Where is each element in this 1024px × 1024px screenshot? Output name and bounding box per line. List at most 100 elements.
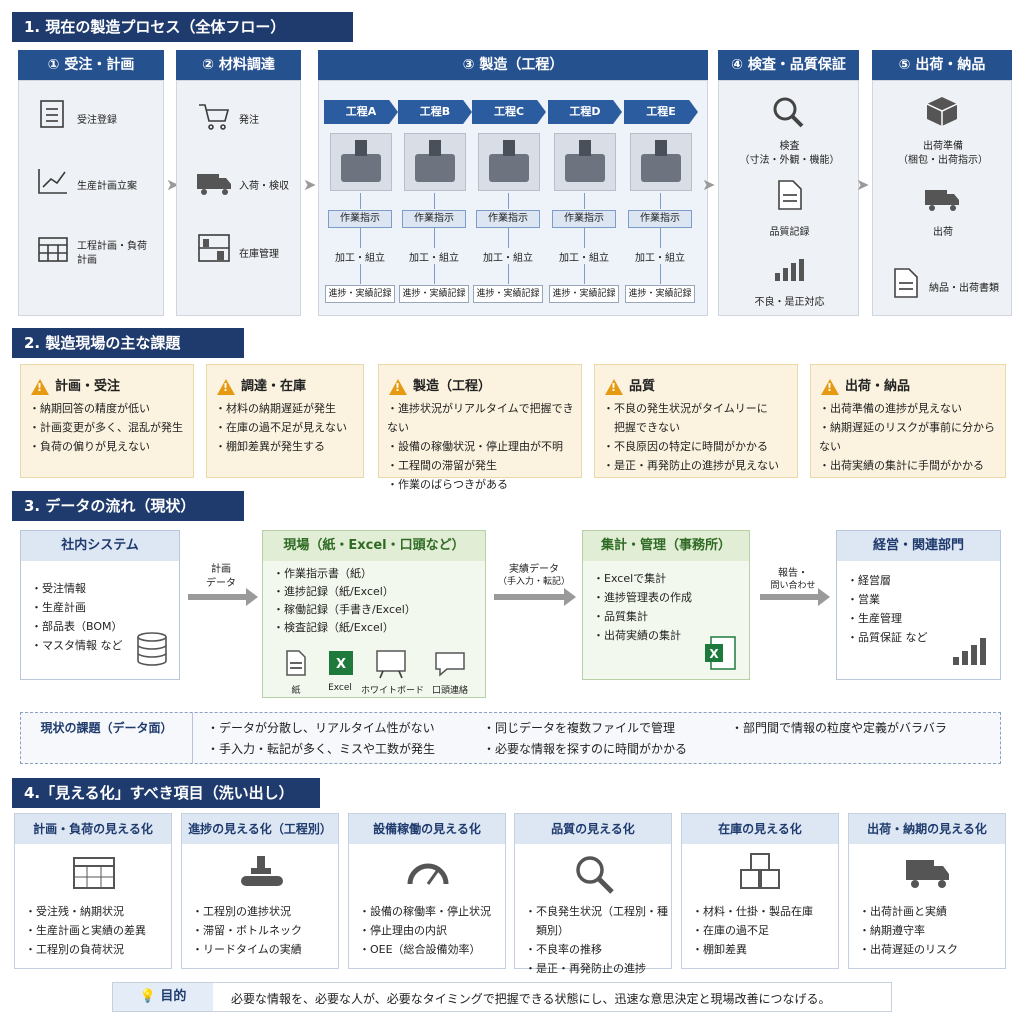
list-item: 把握できない bbox=[603, 421, 680, 434]
connector bbox=[434, 193, 435, 209]
phase5-item: 出荷準備 bbox=[923, 141, 963, 152]
data-issues-box: 現状の課題（データ面） ・データが分散し、リアルタイム性がない ・同じデータを複… bbox=[20, 712, 1001, 764]
phase1-header: ① 受注・計画 bbox=[18, 50, 164, 80]
purpose-label: 目的 bbox=[160, 989, 187, 1004]
list-item: ・作業のばらつきがある bbox=[387, 478, 508, 491]
processing-label: 加工・組立 bbox=[559, 253, 609, 264]
issue-title: 調達・在庫 bbox=[217, 375, 306, 395]
phase4-item: （寸法・外観・機能） bbox=[739, 155, 840, 166]
management-box: 経営・関連部門 ・経営層 ・営業 ・生産管理 ・品質保証 など bbox=[836, 530, 1001, 680]
cart-icon bbox=[199, 104, 230, 130]
progress-record-tag: 進捗・実績記録 bbox=[399, 285, 469, 303]
connector bbox=[584, 193, 585, 209]
purpose-text: 必要な情報を、必要な人が、必要なタイミングで把握できる状態にし、迅速な意思決定と… bbox=[231, 992, 831, 1006]
list-item: ・棚卸差異が発生する bbox=[215, 440, 325, 453]
icon-label: Excel bbox=[328, 683, 352, 693]
list-item: ・計画変更が多く、混乱が発生 bbox=[29, 421, 183, 434]
system-title: 社内システム bbox=[21, 531, 179, 561]
visualization-box: 進捗の見える化（工程別）・工程別の進捗状況・滞留・ボトルネック・リードタイムの実… bbox=[181, 813, 339, 969]
issue-title-text: 計画・受注 bbox=[55, 379, 121, 394]
issue-list: ・納期回答の精度が低い・計画変更が多く、混乱が発生・負荷の偏りが見えない bbox=[29, 399, 183, 456]
processing-label: 加工・組立 bbox=[635, 253, 685, 264]
connector bbox=[508, 193, 509, 209]
list-item: ・是正・再発防止の進捗が見えない bbox=[603, 459, 779, 472]
list-item: ・品質保証 など bbox=[847, 631, 928, 644]
list-item: ・受注情報 bbox=[31, 582, 86, 595]
phase5-header: ⑤ 出荷・納品 bbox=[872, 50, 1012, 80]
issue-title-text: 出荷・納品 bbox=[845, 379, 911, 394]
purpose-bar: 💡 目的 必要な情報を、必要な人が、必要なタイミングで把握できる状態にし、迅速な… bbox=[112, 982, 892, 1012]
issue-box: 品質・不良の発生状況がタイムリーに 把握できない・不良原因の特定に時間がかかる・… bbox=[594, 364, 798, 478]
data-issues-label: 現状の課題（データ面） bbox=[21, 713, 193, 763]
issue-box: 計画・受注・納期回答の精度が低い・計画変更が多く、混乱が発生・負荷の偏りが見えな… bbox=[20, 364, 194, 478]
list-item: ・進捗管理表の作成 bbox=[593, 591, 692, 604]
machine-icon bbox=[404, 133, 466, 191]
visualization-box: 出荷・納期の見える化・出荷計画と実績・納期遵守率・出荷遅延のリスク bbox=[848, 813, 1006, 969]
work-instruction-tag: 作業指示 bbox=[476, 210, 540, 228]
connector bbox=[434, 228, 435, 248]
visualization-box: 品質の見える化・不良発生状況（工程別・種 類別）・不良率の推移・是正・再発防止の… bbox=[514, 813, 672, 975]
phase3-header: ③ 製造（工程） bbox=[318, 50, 708, 80]
phase4-box: 検査 （寸法・外観・機能） 品質記録 不良・是正対応 bbox=[718, 80, 859, 316]
system-list: ・受注情報 ・生産計画 ・部品表（BOM） ・マスタ情報 など bbox=[31, 579, 123, 655]
bar-chart-icon bbox=[953, 638, 986, 665]
flow-arrow-icon: ➤ bbox=[856, 175, 870, 194]
office-list: ・Excelで集計 ・進捗管理表の作成 ・品質集計 ・出荷実績の集計 bbox=[593, 569, 692, 645]
office-box: 集計・管理（事務所） ・Excelで集計 ・進捗管理表の作成 ・品質集計 ・出荷… bbox=[582, 530, 750, 680]
list-item: ・生産計画と実績の差異 bbox=[25, 924, 146, 937]
list-item: ・出荷実績の集計に手間がかかる bbox=[819, 459, 984, 472]
connector bbox=[360, 264, 361, 284]
list-item: ・不良率の推移 bbox=[525, 943, 602, 956]
truck-icon bbox=[906, 860, 949, 888]
gauge-icon bbox=[407, 863, 449, 885]
issue-title-text: 品質 bbox=[629, 379, 656, 394]
list-item: ・滞留・ボトルネック bbox=[192, 924, 302, 937]
arrow2-label: 実績データ bbox=[509, 564, 559, 575]
work-instruction-tag: 作業指示 bbox=[402, 210, 466, 228]
list-item: ・OEE（総合設備効率） bbox=[359, 943, 481, 956]
list-item: ・作業指示書（紙） bbox=[273, 567, 372, 580]
list-item: ・進捗記録（紙/Excel） bbox=[273, 585, 394, 598]
process-step: 工程D bbox=[548, 100, 622, 124]
whiteboard-icon bbox=[376, 650, 406, 679]
document-icon bbox=[778, 180, 802, 210]
connector bbox=[434, 264, 435, 284]
visualization-box: 在庫の見える化・材料・仕掛・製品在庫・在庫の過不足・棚卸差異 bbox=[681, 813, 839, 969]
phase4-item: 不良・是正対応 bbox=[754, 297, 825, 308]
issue-list: ・材料の納期遅延が発生・在庫の過不足が見えない・棚卸差異が発生する bbox=[215, 399, 347, 456]
issue-title: 出荷・納品 bbox=[821, 375, 910, 395]
site-box: 現場（紙・Excel・口頭など） ・作業指示書（紙） ・進捗記録（紙/Excel… bbox=[262, 530, 486, 698]
visualization-list: ・出荷計画と実績・納期遵守率・出荷遅延のリスク bbox=[859, 902, 958, 959]
connector bbox=[584, 264, 585, 284]
visualization-box: 計画・負荷の見える化・受注残・納期状況・生産計画と実績の差異・工程別の負荷状況 bbox=[14, 813, 172, 969]
list-item: ・納期遵守率 bbox=[859, 924, 925, 937]
list-item: ・Excelで集計 bbox=[593, 572, 667, 585]
list-item: ・停止理由の内訳 bbox=[359, 924, 447, 937]
data-issue-item: ・部門間で情報の粒度や定義がバラバラ bbox=[731, 721, 947, 735]
warning-icon bbox=[217, 378, 235, 395]
flow-arrow bbox=[760, 588, 830, 606]
flow-arrow bbox=[494, 588, 576, 606]
phase2-box: 発注 入荷・検収 在庫管理 bbox=[176, 80, 301, 316]
process-step: 工程B bbox=[398, 100, 472, 124]
visualization-list: ・材料・仕掛・製品在庫・在庫の過不足・棚卸差異 bbox=[692, 902, 813, 959]
list-item: ・負荷の偏りが見えない bbox=[29, 440, 150, 453]
list-item: ・出荷実績の集計 bbox=[593, 629, 681, 642]
visualization-title: 計画・負荷の見える化 bbox=[15, 814, 171, 844]
phase5-item: 出荷 bbox=[933, 227, 953, 238]
site-title: 現場（紙・Excel・口頭など） bbox=[263, 531, 485, 561]
process-step: 工程E bbox=[624, 100, 698, 124]
phase4-header: ④ 検査・品質保証 bbox=[718, 50, 859, 80]
list-item: ・在庫の過不足が見えない bbox=[215, 421, 347, 434]
growth-chart-icon bbox=[38, 169, 67, 194]
work-instruction-tag: 作業指示 bbox=[552, 210, 616, 228]
connector bbox=[360, 228, 361, 248]
arrow1-label: 計画 bbox=[211, 564, 231, 575]
progress-record-tag: 進捗・実績記録 bbox=[625, 285, 695, 303]
progress-record-tag: 進捗・実績記録 bbox=[325, 285, 395, 303]
warning-icon bbox=[389, 378, 407, 395]
phase1-item: 計画 bbox=[77, 255, 97, 266]
list-item: 類別） bbox=[525, 924, 569, 937]
package-icon bbox=[926, 97, 958, 126]
phase2-item: 入荷・検収 bbox=[239, 181, 289, 192]
